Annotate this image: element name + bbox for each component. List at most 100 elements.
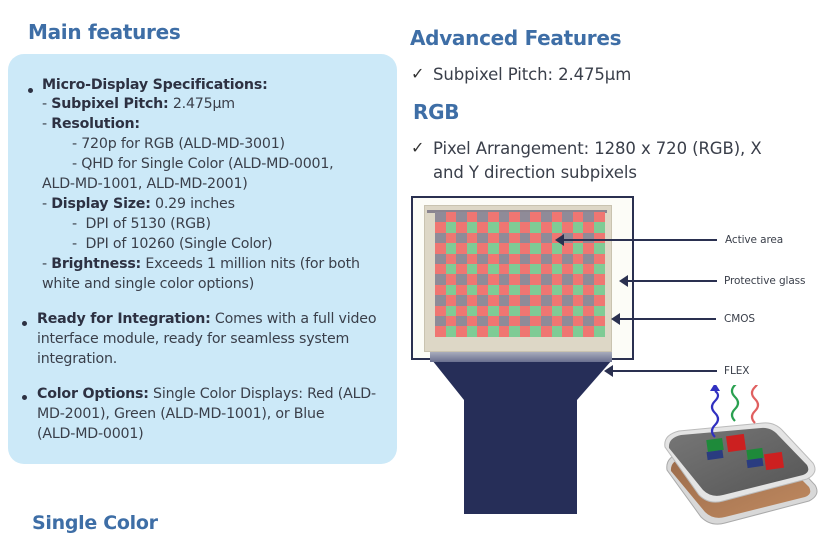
subpixel [551,305,563,316]
integration-line-3: integration. [37,351,118,367]
subpixel [530,284,541,296]
subpixel [519,222,531,233]
subpixel [519,316,531,327]
subpixel [498,253,510,264]
glass-top-bar [427,210,607,213]
subpixel [519,232,531,244]
subpixel [435,295,446,306]
subpixel [594,274,605,285]
subpixel [498,232,510,244]
spec-title: Micro-Display Specifications: [42,77,268,93]
subpixel [466,232,478,244]
subpixel [572,316,584,327]
subpixel [509,243,520,254]
subpixel [466,222,478,233]
subpixel [572,326,584,337]
subpixel [583,212,594,223]
subpixel [519,305,531,316]
integration-line-1: Ready for Integration: Comes with a full… [37,311,377,327]
subpixel [435,253,446,264]
subpixel [498,305,510,316]
label-flex: FLEX [724,365,750,377]
spec-res-single-cont: ALD-MD-1001, ALD-MD-2001) [42,176,248,192]
subpixel [530,232,541,244]
subpixel [530,212,541,223]
subpixel [488,284,499,296]
subpixel [445,316,457,327]
subpixel [594,305,605,316]
spec-brightness-cont: white and single color options) [42,276,255,292]
colors-line-2: MD-2001), Green (ALD-MD-1001), or Blue [37,406,325,422]
subpixel [498,264,510,275]
subpixel [541,232,552,244]
subpixel [456,253,467,264]
integration-line-2: interface module, ready for seamless sys… [37,331,350,347]
subpixel [477,264,488,275]
check-icon: ✓ [411,64,425,83]
flex-cable [432,360,612,514]
chip-illustration-icon [664,385,818,525]
subpixel [488,305,499,316]
arrow-icon [619,275,628,287]
subpixel [583,232,594,244]
subpixel [530,243,541,254]
protective-glass-leader [625,280,717,282]
subpixel [466,316,478,327]
subpixel [477,243,488,254]
subpixel [498,326,510,337]
cmos-edge [430,352,612,362]
subpixel [445,284,457,296]
subpixel [551,253,563,264]
subpixel [562,232,573,244]
subpixel [445,222,457,233]
subpixel [572,222,584,233]
subpixel [583,316,594,327]
subpixel [466,305,478,316]
subpixel [551,274,563,285]
subpixel [435,284,446,296]
subpixel [466,295,478,306]
subpixel [562,305,573,316]
subpixel [530,253,541,264]
subpixel [435,316,446,327]
subpixel [562,253,573,264]
subpixel [519,295,531,306]
subpixel [498,274,510,285]
subpixel [445,305,457,316]
subpixel [456,295,467,306]
subpixel [594,232,605,244]
subpixel [466,264,478,275]
subpixel [583,253,594,264]
subpixel [541,222,552,233]
subpixel [551,243,563,254]
subpixel [572,212,584,223]
subpixel [456,316,467,327]
subpixel [477,274,488,285]
subpixel [488,316,499,327]
spec-brightness: - Brightness: Exceeds 1 million nits (fo… [42,256,360,272]
subpixel [477,232,488,244]
subpixel [541,316,552,327]
subpixel [477,222,488,233]
label-active-area: Active area [725,234,784,246]
subpixel [435,264,446,275]
subpixel [572,274,584,285]
subpixel [530,274,541,285]
subpixel [509,316,520,327]
subpixel [477,253,488,264]
subpixel [530,264,541,275]
label-cmos: CMOS [724,313,755,325]
subpixel [456,232,467,244]
subpixel [572,284,584,296]
subpixel [594,253,605,264]
subpixel [435,243,446,254]
subpixel [456,284,467,296]
subpixel [445,326,457,337]
subpixel [541,326,552,337]
label-protective-glass: Protective glass [724,275,806,287]
subpixel [498,295,510,306]
subpixel [509,305,520,316]
subpixel [530,326,541,337]
subpixel [562,243,573,254]
